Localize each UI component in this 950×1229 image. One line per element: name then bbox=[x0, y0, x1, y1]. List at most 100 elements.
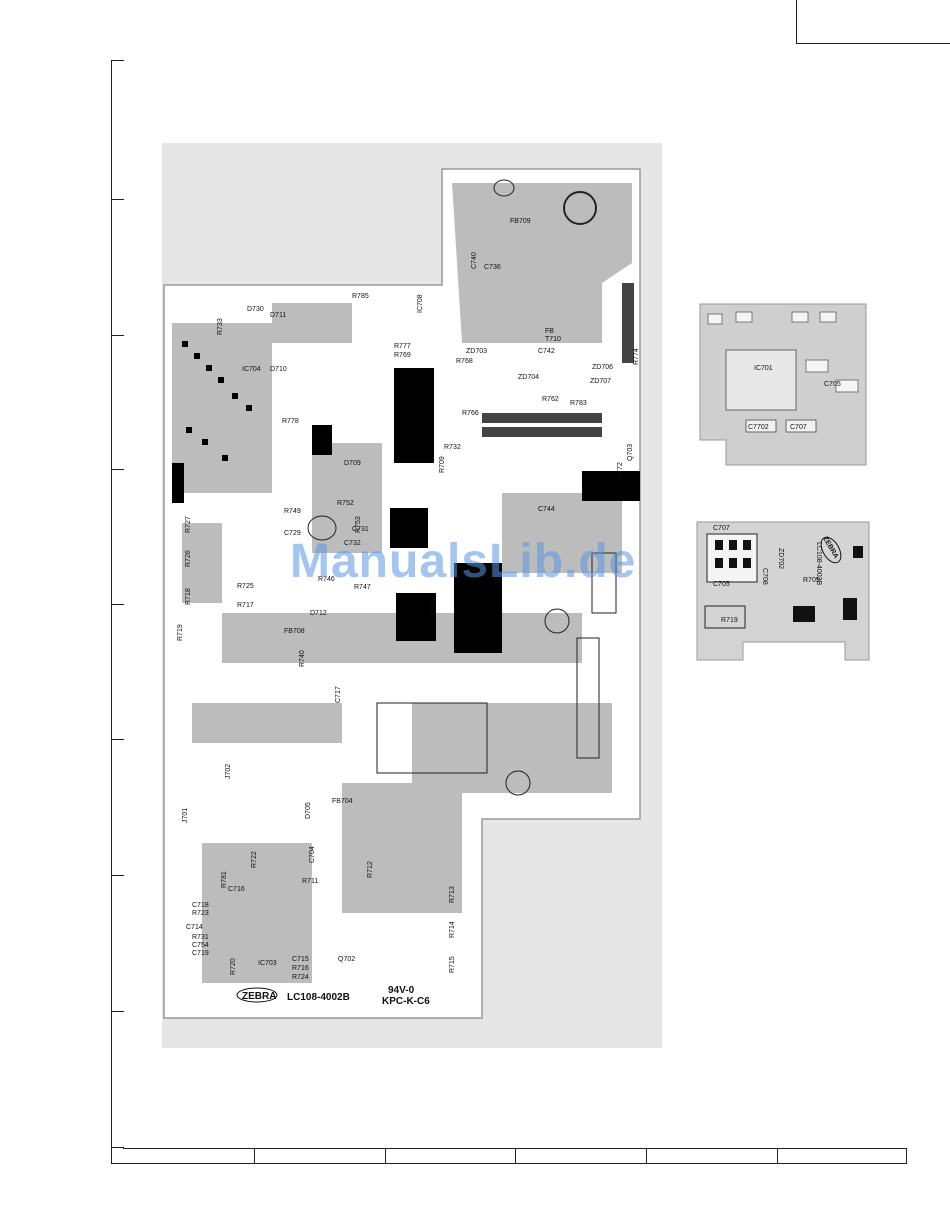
svg-text:R783: R783 bbox=[570, 400, 587, 407]
svg-text:R772: R772 bbox=[617, 462, 624, 479]
svg-text:C717: C717 bbox=[335, 686, 342, 703]
svg-text:C704: C704 bbox=[309, 846, 316, 863]
svg-text:ZD707: ZD707 bbox=[590, 378, 611, 385]
frame-tick bbox=[515, 1149, 516, 1163]
svg-text:C718: C718 bbox=[192, 902, 209, 909]
svg-text:C7702: C7702 bbox=[748, 424, 769, 431]
svg-text:C707: C707 bbox=[713, 525, 730, 532]
svg-text:R714: R714 bbox=[449, 921, 456, 938]
svg-text:R778: R778 bbox=[282, 418, 299, 425]
svg-text:R712: R712 bbox=[367, 861, 374, 878]
svg-text:Q703: Q703 bbox=[627, 444, 634, 461]
svg-text:R713: R713 bbox=[449, 886, 456, 903]
svg-text:R752: R752 bbox=[337, 500, 354, 507]
svg-text:IC704: IC704 bbox=[242, 366, 261, 373]
board-code-main: LC108-4002B bbox=[287, 992, 350, 1003]
svg-text:R720: R720 bbox=[230, 958, 237, 975]
svg-text:R746: R746 bbox=[318, 576, 335, 583]
svg-text:R781: R781 bbox=[221, 871, 228, 888]
svg-text:C708: C708 bbox=[761, 568, 768, 585]
svg-text:R726: R726 bbox=[185, 550, 192, 567]
svg-text:FB: FB bbox=[545, 328, 554, 335]
svg-text:C715: C715 bbox=[292, 956, 309, 963]
svg-text:T710: T710 bbox=[545, 336, 561, 343]
frame-tick bbox=[112, 1011, 124, 1012]
svg-text:C719: C719 bbox=[192, 950, 209, 957]
pcb-sub-board-a: IC701 C705 C7702 C707 bbox=[699, 303, 867, 466]
frame-tick bbox=[777, 1149, 778, 1163]
svg-text:R718: R718 bbox=[185, 588, 192, 605]
svg-text:C754: C754 bbox=[192, 942, 209, 949]
svg-text:R747: R747 bbox=[354, 584, 371, 591]
svg-text:D712: D712 bbox=[310, 610, 327, 617]
svg-text:C714: C714 bbox=[186, 924, 203, 931]
svg-text:R722: R722 bbox=[251, 851, 258, 868]
svg-text:R740: R740 bbox=[299, 650, 306, 667]
svg-text:R732: R732 bbox=[444, 444, 461, 451]
frame-tick bbox=[112, 604, 124, 605]
page-frame-bottom bbox=[123, 1148, 907, 1164]
svg-text:C744: C744 bbox=[538, 506, 555, 513]
svg-text:C729: C729 bbox=[284, 530, 301, 537]
svg-text:R749: R749 bbox=[284, 508, 301, 515]
svg-text:FB704: FB704 bbox=[332, 798, 353, 805]
svg-text:R711: R711 bbox=[302, 878, 318, 885]
svg-text:R715: R715 bbox=[449, 956, 456, 973]
frame-tick bbox=[112, 739, 124, 740]
svg-text:C707: C707 bbox=[790, 424, 807, 431]
svg-text:R777: R777 bbox=[394, 343, 411, 350]
board-code-b: LC108-4003B bbox=[815, 542, 822, 586]
svg-text:R727: R727 bbox=[185, 516, 192, 533]
page-frame-left bbox=[111, 60, 124, 1164]
svg-text:ZD704: ZD704 bbox=[518, 374, 539, 381]
svg-text:D709: D709 bbox=[344, 460, 361, 467]
svg-text:R725: R725 bbox=[237, 583, 254, 590]
frame-tick bbox=[112, 199, 124, 200]
svg-text:R716: R716 bbox=[292, 965, 309, 972]
svg-text:R719: R719 bbox=[177, 624, 184, 641]
pcb-sub-board-b: C707 C705 ZD702 C708 R705 LC108-4003B ZE… bbox=[696, 521, 870, 661]
board-maker-code: KPC-K-C6 bbox=[382, 996, 430, 1007]
svg-text:R762: R762 bbox=[542, 396, 559, 403]
svg-text:R724: R724 bbox=[292, 974, 309, 981]
svg-text:IC701: IC701 bbox=[754, 365, 773, 372]
svg-text:R774: R774 bbox=[633, 348, 640, 365]
svg-text:C705: C705 bbox=[713, 581, 730, 588]
svg-text:C736: C736 bbox=[484, 264, 501, 271]
pcb-main-board: R785 R733 D730 D711 IC708 R777 R769 IC70… bbox=[162, 143, 662, 1048]
svg-text:R719: R719 bbox=[721, 617, 738, 624]
svg-text:R768: R768 bbox=[456, 358, 473, 365]
svg-text:Q702: Q702 bbox=[338, 956, 355, 963]
svg-text:R731: R731 bbox=[192, 934, 209, 941]
svg-text:FB709: FB709 bbox=[510, 218, 531, 225]
frame-tick bbox=[112, 335, 124, 336]
svg-text:R705: R705 bbox=[803, 577, 820, 584]
svg-text:C740: C740 bbox=[471, 252, 478, 269]
svg-text:J701: J701 bbox=[182, 808, 189, 823]
title-corner-box bbox=[796, 0, 950, 44]
svg-text:D710: D710 bbox=[270, 366, 287, 373]
svg-text:C705: C705 bbox=[824, 381, 841, 388]
svg-text:FB708: FB708 bbox=[284, 628, 305, 635]
svg-text:R766: R766 bbox=[462, 410, 479, 417]
svg-text:IC708: IC708 bbox=[417, 294, 424, 313]
svg-text:ZD703: ZD703 bbox=[466, 348, 487, 355]
svg-text:D730: D730 bbox=[247, 306, 264, 313]
frame-tick bbox=[112, 875, 124, 876]
svg-text:ZD706: ZD706 bbox=[592, 364, 613, 371]
frame-tick bbox=[112, 469, 124, 470]
svg-text:R765: R765 bbox=[431, 598, 438, 615]
svg-text:IC703: IC703 bbox=[258, 960, 277, 967]
frame-tick bbox=[112, 1147, 124, 1148]
svg-text:D711: D711 bbox=[270, 312, 286, 319]
board-rating: 94V-0 bbox=[388, 985, 415, 996]
svg-text:R753: R753 bbox=[355, 516, 362, 533]
svg-text:R733: R733 bbox=[217, 318, 224, 335]
watermark-text: ManualsLib.de bbox=[290, 535, 637, 588]
svg-text:R769: R769 bbox=[394, 352, 411, 359]
frame-tick bbox=[646, 1149, 647, 1163]
svg-text:ZD702: ZD702 bbox=[777, 548, 784, 569]
frame-tick bbox=[385, 1149, 386, 1163]
frame-tick bbox=[254, 1149, 255, 1163]
svg-text:D705: D705 bbox=[305, 802, 312, 819]
